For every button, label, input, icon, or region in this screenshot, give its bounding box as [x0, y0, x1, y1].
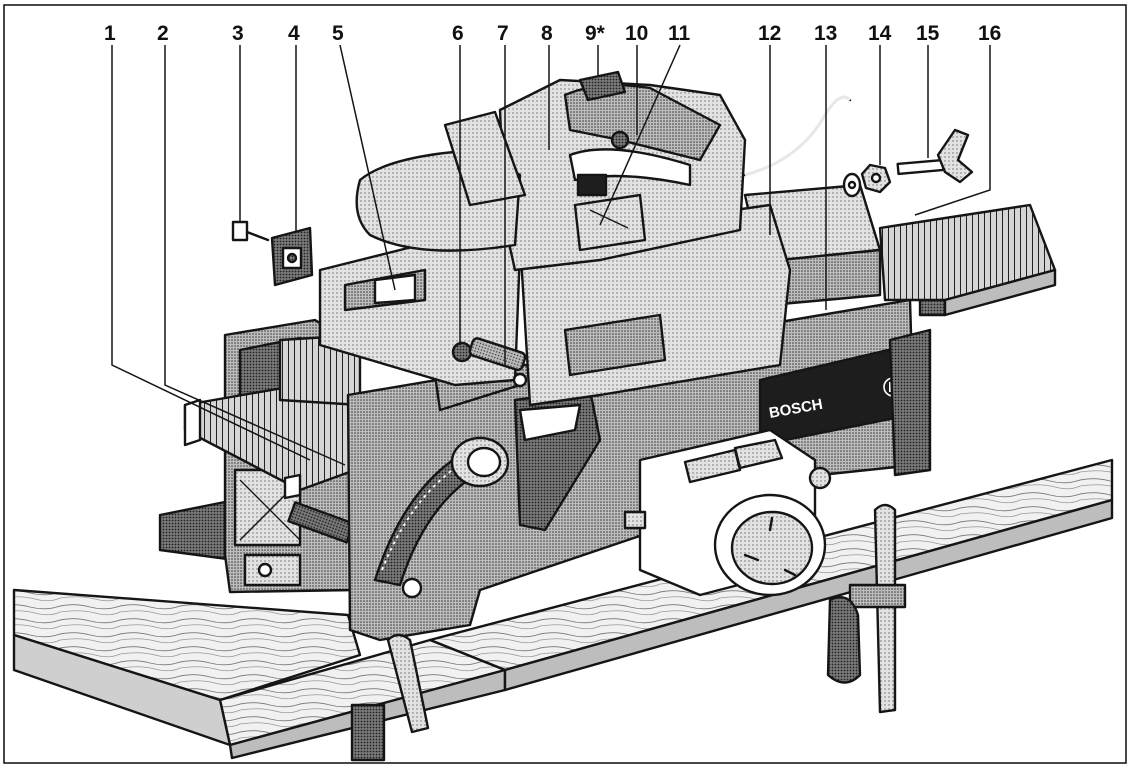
page-border — [3, 4, 1127, 764]
callout-16: 16 — [978, 22, 1001, 45]
switch-box — [623, 428, 832, 597]
exploded-parts — [231, 128, 974, 287]
callout-13: 13 — [814, 22, 837, 45]
callout-3: 3 — [232, 22, 244, 45]
leader-2 — [164, 45, 346, 466]
callout-7: 7 — [497, 22, 509, 45]
callout-9: 9* — [585, 22, 606, 45]
callout-15: 15 — [916, 22, 940, 45]
part-bolt-15 — [896, 128, 974, 184]
callout-8: 8 — [541, 22, 553, 45]
callout-2: 2 — [157, 22, 169, 45]
part-nut-14 — [860, 163, 892, 194]
depth-scale — [373, 337, 528, 599]
leader-11 — [599, 44, 681, 226]
leader-5 — [339, 44, 396, 291]
callout-labels: 1 2 3 4 5 6 7 8 9* 10 11 12 13 14 15 16 — [104, 22, 1001, 45]
callout-4: 4 — [288, 22, 300, 45]
callout-14: 14 — [868, 22, 892, 45]
callout-1: 1 — [104, 22, 116, 45]
part-washer-14 — [842, 172, 862, 198]
machine-base: BOSCH H — [346, 273, 947, 642]
leader-1 — [111, 45, 311, 461]
part-plate-4 — [270, 226, 314, 287]
part-screw-3 — [231, 220, 270, 242]
callout-11: 11 — [668, 22, 691, 45]
rear-table — [743, 183, 1057, 317]
callout-6: 6 — [452, 22, 464, 45]
leader-16 — [914, 45, 991, 216]
callout-12: 12 — [758, 22, 781, 45]
callout-10: 10 — [625, 22, 648, 45]
leader-lines — [111, 44, 991, 466]
callout-5: 5 — [332, 22, 344, 45]
bench-clamps — [350, 503, 907, 762]
planer-body — [318, 70, 852, 407]
